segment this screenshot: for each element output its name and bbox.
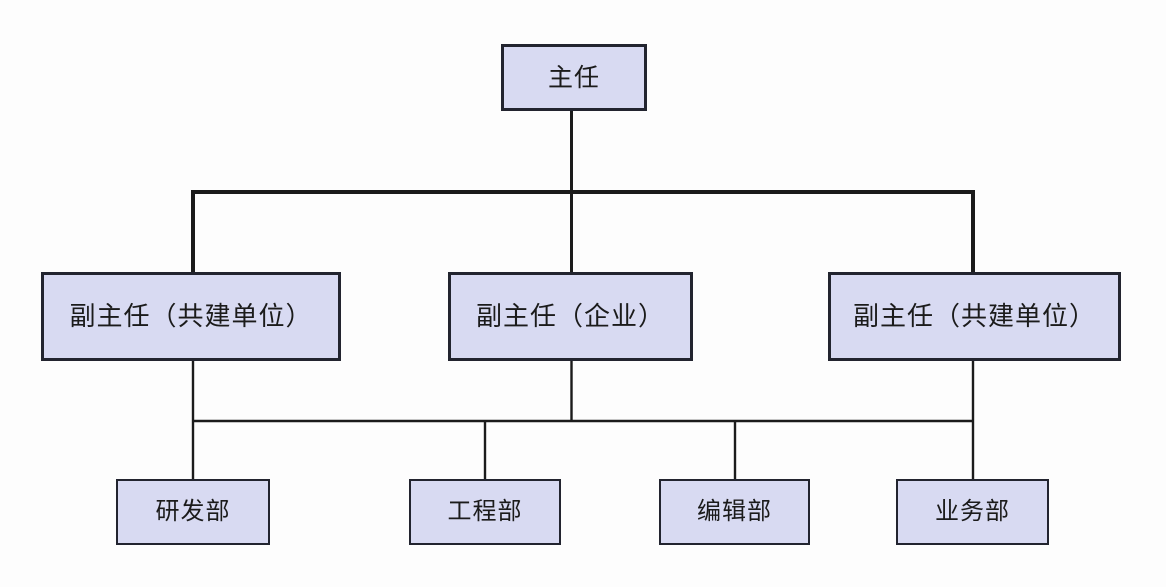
org-node-dept-editorial-label: 编辑部 xyxy=(697,497,772,525)
org-node-dept-rnd: 研发部 xyxy=(116,479,270,545)
org-node-director: 主任 xyxy=(501,44,647,111)
org-node-deputy-middle-label: 副主任（企业） xyxy=(475,300,665,331)
org-node-dept-business: 业务部 xyxy=(896,479,1049,545)
org-node-dept-engineering-label: 工程部 xyxy=(447,497,523,525)
org-node-deputy-right-label: 副主任（共建单位） xyxy=(852,300,1096,331)
org-node-dept-editorial: 编辑部 xyxy=(659,479,810,545)
org-node-dept-rnd-label: 研发部 xyxy=(155,497,231,525)
org-node-deputy-left: 副主任（共建单位） xyxy=(41,272,341,361)
org-node-dept-business-label: 业务部 xyxy=(935,497,1010,525)
org-node-deputy-left-label: 副主任（共建单位） xyxy=(69,300,313,331)
org-node-deputy-middle: 副主任（企业） xyxy=(448,272,693,361)
org-node-dept-engineering: 工程部 xyxy=(409,479,561,545)
org-node-director-label: 主任 xyxy=(547,63,600,92)
org-node-deputy-right: 副主任（共建单位） xyxy=(828,272,1121,361)
